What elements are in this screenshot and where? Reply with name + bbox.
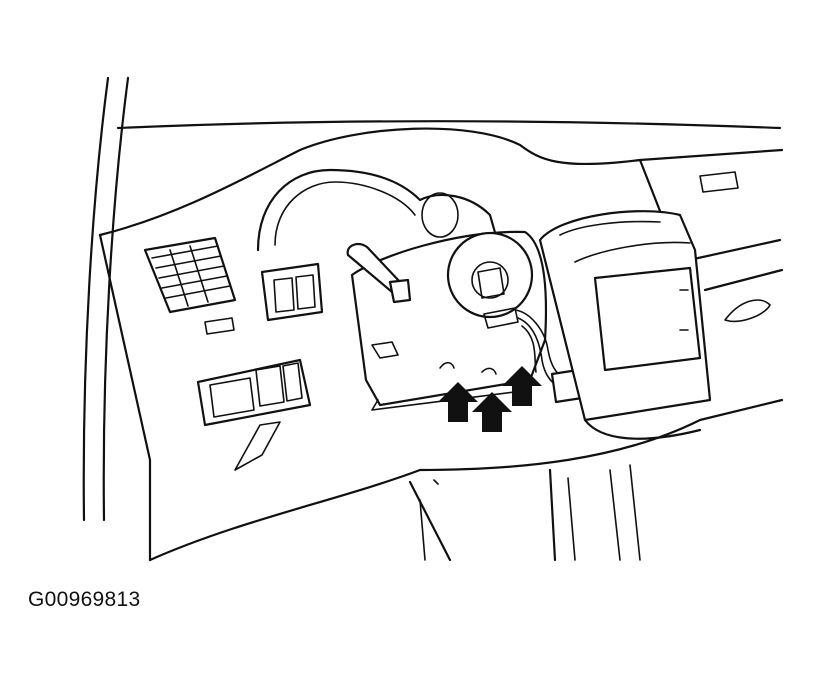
instrument-cluster-hood (256, 168, 502, 252)
switch-panel-upper (260, 262, 324, 322)
screw-indicator-arrows (438, 366, 542, 432)
center-console-display (538, 210, 712, 422)
lower-console (408, 464, 641, 562)
spiral-cable (446, 231, 534, 329)
arrow-left (438, 382, 478, 422)
windshield-pillar (82, 76, 130, 522)
dashboard-left-lower (98, 233, 422, 562)
combination-switch-lever (346, 242, 412, 304)
switch-panel-lower (196, 358, 312, 427)
dashboard-right-lower (418, 268, 784, 472)
arrow-right (502, 366, 542, 406)
left-air-vent (143, 236, 237, 335)
figure-code-label: G00969813 (28, 588, 141, 611)
arrow-middle (472, 392, 512, 432)
